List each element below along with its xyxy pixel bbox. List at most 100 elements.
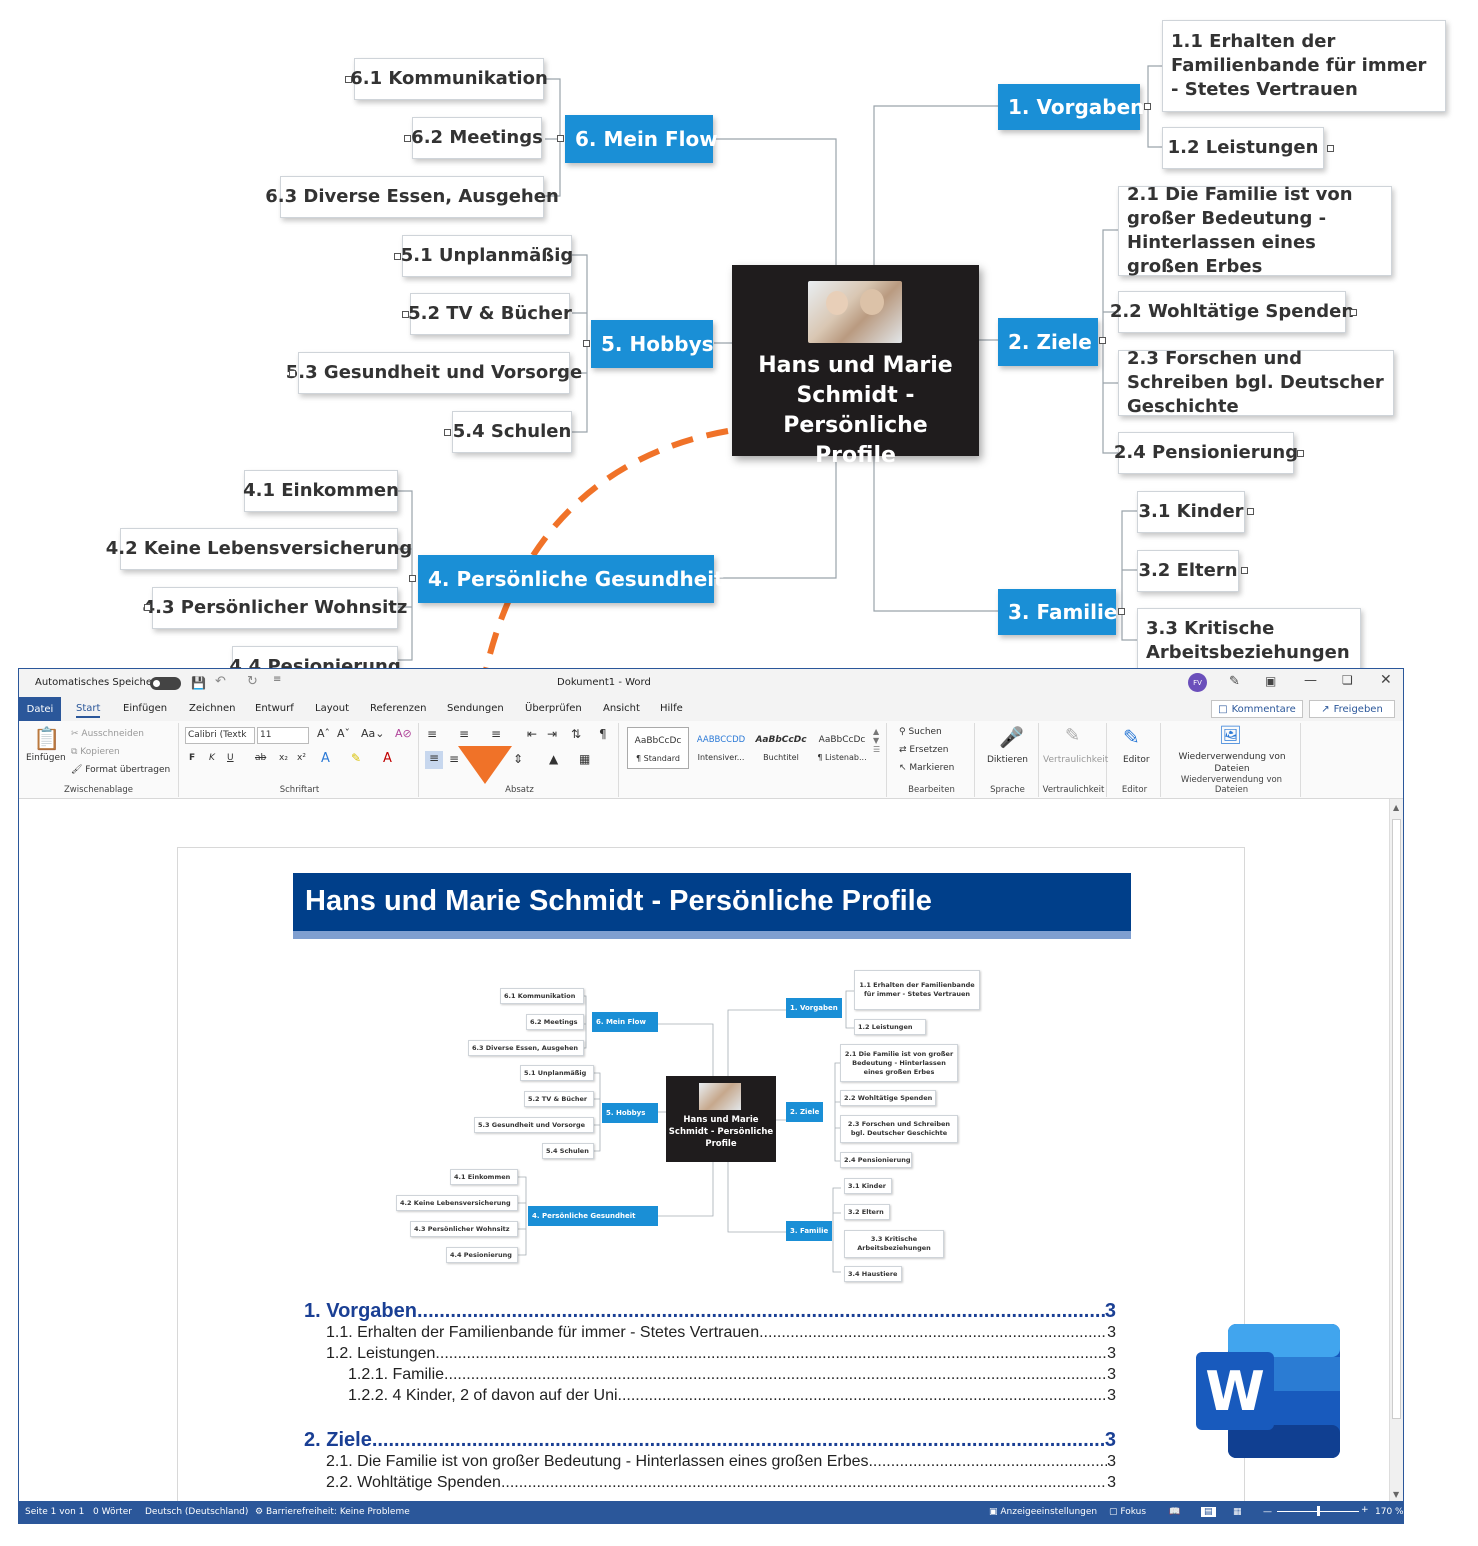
style-listenabsatz[interactable]: AaBbCcDc ¶ Listenab... [813,727,871,769]
toc-entry[interactable]: 1. Vorgaben ............................… [304,1300,1116,1323]
paste-icon[interactable]: 📋 [33,727,61,752]
page-count[interactable]: Seite 1 von 1 [25,1507,85,1517]
font-size-select[interactable]: 11 [257,727,309,744]
tab-start[interactable]: Start [76,703,101,718]
branch-familie[interactable]: 3. Familie [998,589,1117,635]
toc-entry[interactable]: 1.1. Erhalten der Familienbande für imme… [326,1324,1116,1342]
reuse-files-button[interactable]: Wiederverwendung von Dateien [1178,752,1286,774]
sensitivity-button[interactable]: Vertraulichkeit [1043,755,1109,765]
font-color-icon[interactable]: A [383,751,392,766]
topic-4-2[interactable]: 4.2 Keine Lebensversicherung [106,528,412,570]
bullets-icon[interactable]: ≡ [427,727,438,741]
save-icon[interactable]: 💾 [191,676,206,690]
strikethrough-icon[interactable]: ab [255,753,267,763]
tab-zeichnen[interactable]: Zeichnen [189,703,236,714]
subscript-icon[interactable]: x₂ [279,753,288,763]
collapse-handle[interactable] [1247,508,1254,515]
align-left-icon[interactable]: ≡ [425,751,443,769]
close-icon[interactable]: ✕ [1380,672,1392,688]
tab-referenzen[interactable]: Referenzen [370,703,427,714]
scroll-down-icon[interactable]: ▼ [1393,1490,1400,1499]
paste-button[interactable]: Einfügen [26,753,66,763]
topic-6-1[interactable]: 6.1 Kommunikation [350,58,548,100]
branch-hobbys[interactable]: 5. Hobbys [591,320,714,368]
tab-sendungen[interactable]: Sendungen [447,703,504,714]
style-buchtitel[interactable]: AaBbCcDc Buchtitel [751,727,811,769]
autosave-toggle[interactable] [150,677,181,690]
toc-entry[interactable]: 1.2. Leistungen ........................… [326,1345,1116,1363]
user-avatar[interactable]: FV [1188,673,1207,692]
italic-icon[interactable]: K [209,753,215,763]
editor-icon[interactable]: ✎ [1123,725,1140,749]
find-button[interactable]: ⚲ Suchen [899,727,942,737]
topic-4-4[interactable]: 4.4 Pesionierung [229,646,401,670]
topic-5-1[interactable]: 5.1 Unplanmäßig [401,235,573,277]
zoom-level[interactable]: 170 % [1375,1507,1404,1517]
branch-ziele[interactable]: 2. Ziele [998,318,1098,366]
cut-button[interactable]: ✂ Ausschneiden [71,729,144,739]
shrink-font-icon[interactable]: Aˇ [337,727,351,740]
shading-icon[interactable]: ▲ [549,752,559,766]
vertical-scrollbar[interactable]: ▲ ▼ [1389,799,1403,1503]
pen-icon[interactable]: ✎ [1229,674,1240,689]
show-marks-icon[interactable]: ¶ [599,727,607,741]
grow-font-icon[interactable]: Aˆ [317,727,331,740]
customize-qat-icon[interactable]: ≡ [273,674,282,685]
topic-1-2[interactable]: 1.2 Leistungen [1162,127,1324,169]
increase-indent-icon[interactable]: ⇥ [547,727,558,741]
branch-vorgaben[interactable]: 1. Vorgaben [998,84,1144,130]
tab-einfuegen[interactable]: Einfügen [123,703,168,714]
change-case-icon[interactable]: Aa⌄ [361,727,385,740]
topic-4-3[interactable]: 4.3 Persönlicher Wohnsitz [143,587,407,629]
collapse-handle[interactable] [583,340,590,347]
focus-mode[interactable]: ▢ Fokus [1109,1507,1147,1517]
dictate-button[interactable]: Diktieren [987,755,1028,765]
topic-1-1[interactable]: 1.1 Erhalten der Familienbande für immer… [1162,20,1446,112]
collapse-handle[interactable] [404,135,411,142]
minimize-icon[interactable]: — [1304,673,1317,688]
collapse-handle[interactable] [557,135,564,142]
tab-ueberpruefen[interactable]: Überprüfen [525,703,582,714]
collapse-handle[interactable] [1297,450,1304,457]
accessibility-status[interactable]: ⚙ Barrierefreiheit: Keine Probleme [255,1507,410,1517]
toc-entry[interactable]: 2. Ziele ...............................… [304,1429,1116,1452]
replace-button[interactable]: ⇄ Ersetzen [899,745,949,755]
collapse-handle[interactable] [144,604,151,611]
style-intensiver[interactable]: AABBCCDD Intensiver... [693,727,749,769]
multilevel-list-icon[interactable]: ≡ [491,727,502,741]
collapse-handle[interactable] [444,429,451,436]
zoom-out-icon[interactable]: — [1263,1507,1272,1517]
collapse-handle[interactable] [1118,608,1125,615]
copy-button[interactable]: ⧉ Kopieren [71,747,120,757]
format-painter-button[interactable]: 🖌 Format übertragen [71,765,171,775]
bold-icon[interactable]: F [189,753,196,763]
tab-datei[interactable]: Datei [19,697,61,721]
borders-icon[interactable]: ▦ [579,752,591,766]
align-center-icon[interactable]: ≡ [449,752,460,766]
read-mode-icon[interactable]: 📖 [1169,1507,1181,1517]
branch-mein-flow[interactable]: 6. Mein Flow [565,115,718,163]
reuse-files-icon[interactable]: 🖼 [1219,725,1242,746]
topic-6-2[interactable]: 6.2 Meetings [411,117,543,159]
collapse-handle[interactable] [394,253,401,260]
restore-icon[interactable]: ❏ [1342,673,1353,687]
collapse-handle[interactable] [289,370,296,377]
decrease-indent-icon[interactable]: ⇤ [527,727,538,741]
topic-6-3[interactable]: 6.3 Diverse Essen, Ausgehen [265,176,559,218]
toc-entry[interactable]: 2.1. Die Familie ist von großer Bedeutun… [326,1453,1116,1471]
collapse-handle[interactable] [1099,337,1106,344]
topic-2-3[interactable]: 2.3 Forschen und Schreiben bgl. Deutsche… [1118,348,1394,417]
zoom-in-icon[interactable]: + [1361,1505,1369,1515]
underline-icon[interactable]: U [227,753,234,763]
undo-icon[interactable]: ↶ [215,674,226,689]
topic-2-2[interactable]: 2.2 Wohltätige Spenden [1110,291,1354,333]
redo-icon[interactable]: ↻ [247,674,258,689]
tab-layout[interactable]: Layout [315,703,349,714]
topic-3-3[interactable]: 3.3 Kritische Arbeitsbeziehungen [1137,608,1361,670]
clear-formatting-icon[interactable]: A⊘ [395,727,412,740]
branch-persoenliche-gesundheit[interactable]: 4. Persönliche Gesundheit [418,555,724,603]
collapse-handle[interactable] [1144,103,1151,110]
document-page[interactable]: Hans und Marie Schmidt - Persönliche Pro… [177,847,1245,1523]
topic-5-2[interactable]: 5.2 TV & Bücher [408,293,572,335]
topic-5-3[interactable]: 5.3 Gesundheit und Vorsorge [286,352,582,394]
